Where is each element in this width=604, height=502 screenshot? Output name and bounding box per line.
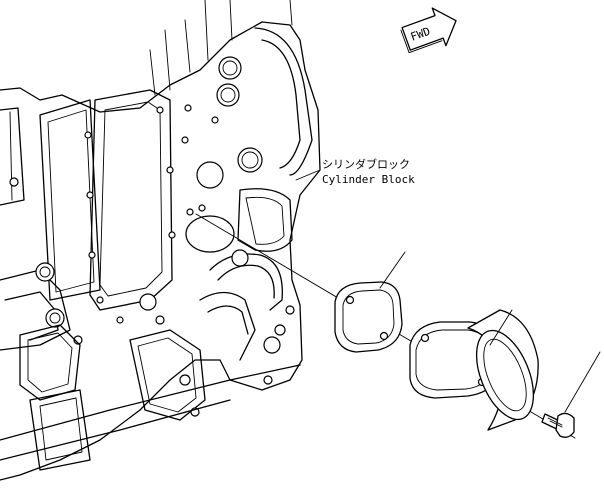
gasket	[334, 281, 403, 353]
connector-leader-line	[489, 309, 513, 346]
gasket-leader-line	[379, 251, 406, 289]
bolt	[541, 412, 575, 438]
bolt-leader-line	[564, 351, 601, 413]
label-cylinder-block-en: Cylinder Block	[322, 173, 415, 186]
cylinder-block	[0, 0, 321, 481]
cylinder-block-leader-line	[295, 169, 321, 181]
water-connector	[409, 309, 539, 431]
label-cylinder-block-jp: シリンダブロック	[322, 157, 410, 171]
fwd-label: FWD	[409, 25, 432, 44]
fwd-arrow-icon: FWD	[400, 7, 457, 54]
